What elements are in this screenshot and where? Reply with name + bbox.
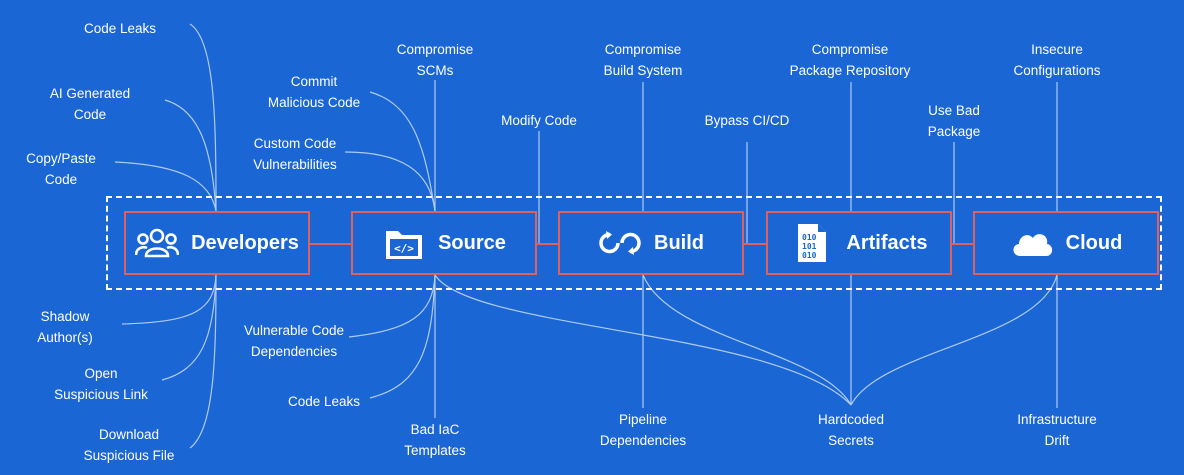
threat-code-leaks-top: Code Leaks [83,21,157,36]
stage-label: Artifacts [846,231,928,254]
cloud-icon [1010,221,1054,265]
pipeline-boundary [106,196,1162,290]
svg-text:</>: </> [394,242,414,255]
stage-developers[interactable]: Developers [124,211,310,275]
stage-label: Developers [191,231,299,254]
svg-text:010: 010 [802,251,817,260]
cycle-icon [598,221,642,265]
stage-label: Cloud [1065,231,1123,254]
stage-label: Source [438,231,506,254]
stage-build[interactable]: Build [558,211,744,275]
stage-label: Build [654,231,704,254]
stage-source[interactable]: </> Source [351,211,537,275]
binary-file-icon: 010 101 010 [790,221,834,265]
code-folder-icon: </> [382,221,426,265]
threat-code-leaks-bottom: Code Leaks [287,394,361,409]
stage-artifacts[interactable]: 010 101 010 Artifacts [766,211,952,275]
svg-text:101: 101 [802,242,817,251]
threat-bypass-cicd: Bypass CI/CD [704,113,790,128]
threat-modify-code: Modify Code [501,113,577,128]
stage-cloud[interactable]: Cloud [973,211,1159,275]
people-icon [135,221,180,265]
svg-text:010: 010 [802,233,817,242]
